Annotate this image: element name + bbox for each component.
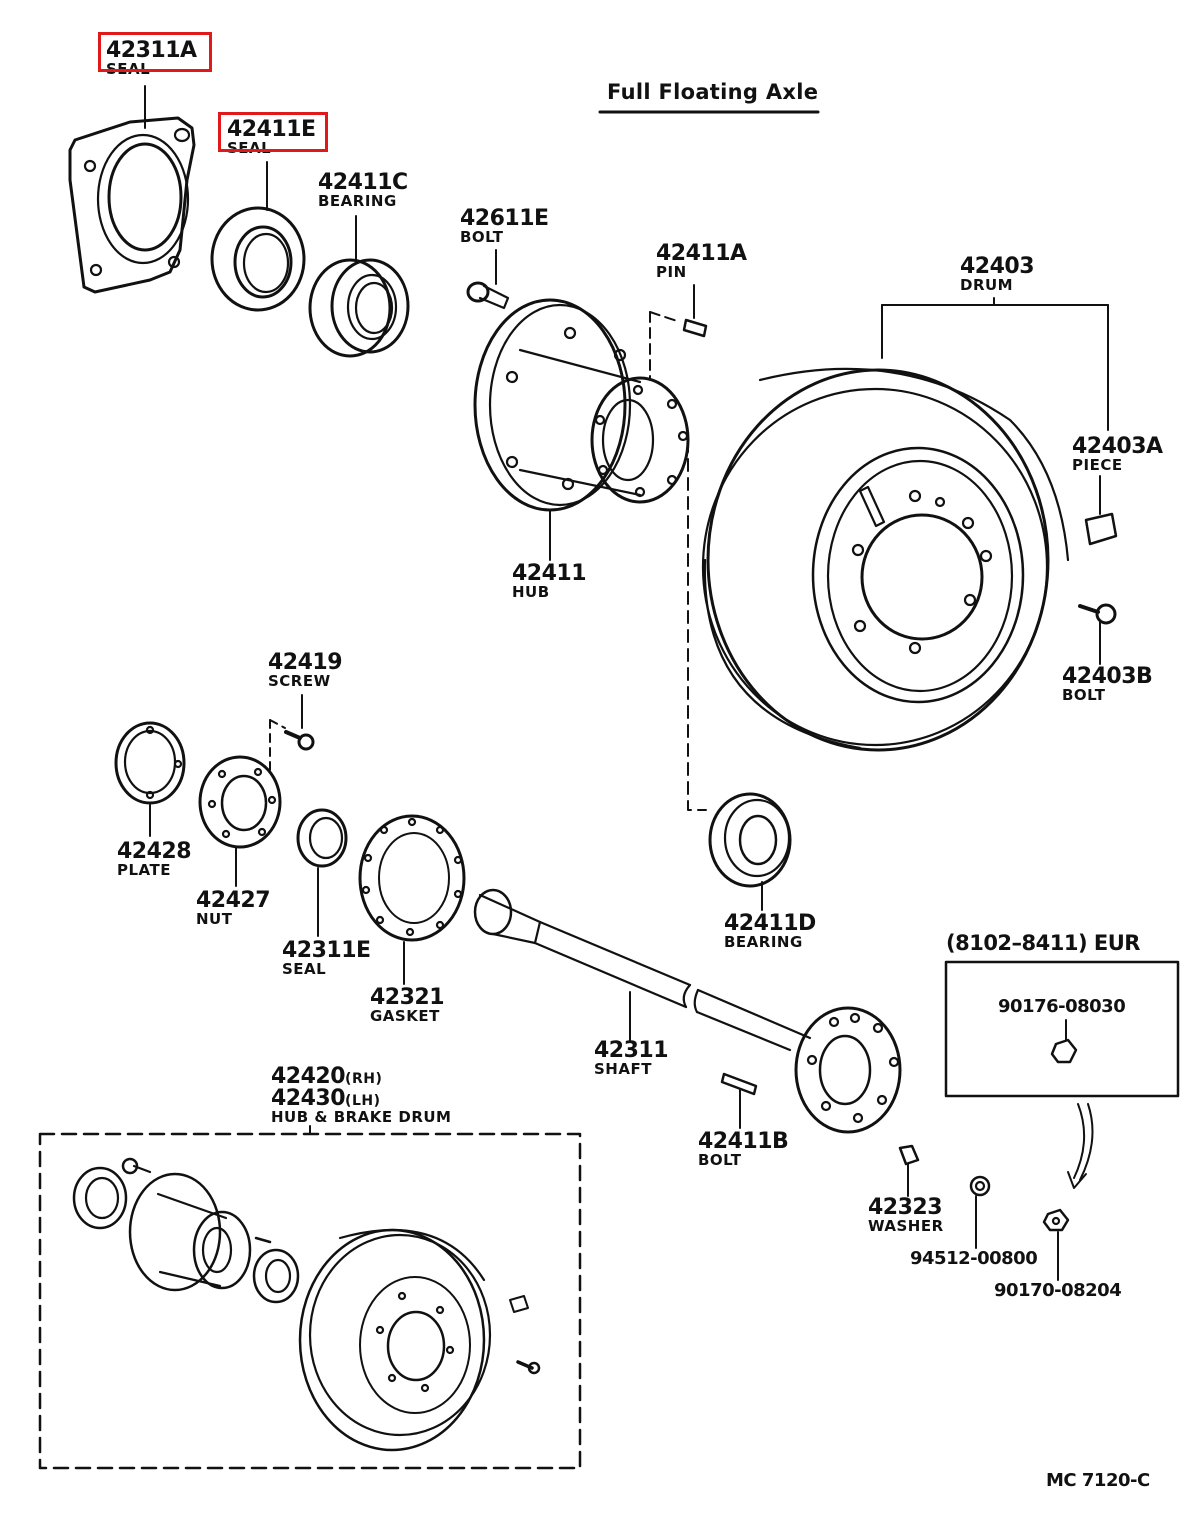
callout-42411[interactable]: 42411 HUB xyxy=(512,561,587,601)
callout-42420-42430[interactable]: 42420 (RH) 42430 (LH) HUB & BRAKE DRUM xyxy=(271,1066,452,1125)
part-number: 42428 xyxy=(117,839,192,864)
callout-42403A[interactable]: 42403A PIECE xyxy=(1072,436,1163,473)
callout-42611E[interactable]: 42611E BOLT xyxy=(460,208,549,245)
gasket-42321-drawing xyxy=(358,814,466,985)
part-number: 42403A xyxy=(1072,434,1163,459)
part-name: DRUM xyxy=(960,276,1014,294)
part-number: 42411B xyxy=(698,1129,789,1154)
part-name: PIECE xyxy=(1072,456,1123,474)
part-name: PIN xyxy=(656,263,687,281)
screw-42419-drawing xyxy=(269,694,315,771)
washer-42323-drawing xyxy=(898,1144,920,1197)
lh-suffix: (LH) xyxy=(345,1093,381,1109)
callout-42411B[interactable]: 42411B BOLT xyxy=(698,1129,789,1169)
part-number: 42323 xyxy=(868,1195,943,1220)
callout-42311[interactable]: 42311 SHAFT xyxy=(594,1038,669,1078)
part-name: HUB xyxy=(512,583,550,601)
callout-42411A[interactable]: 42411A PIN xyxy=(656,243,747,280)
hub-42411-drawing xyxy=(473,298,707,811)
pin-42411A-drawing xyxy=(649,284,708,381)
callout-90176-08030[interactable]: 90176-08030 xyxy=(998,996,1126,1017)
part-name: BEARING xyxy=(318,192,397,210)
part-name: BOLT xyxy=(460,228,504,246)
bolt-42403B-drawing xyxy=(1078,603,1117,665)
part-name: GASKET xyxy=(370,1007,440,1025)
diagram-title: Full Floating Axle xyxy=(607,80,819,104)
part-number-lh: 42430 xyxy=(271,1086,346,1111)
part-number: 42411A xyxy=(656,241,747,266)
part-number: 42311E xyxy=(282,938,371,963)
part-name: BOLT xyxy=(698,1151,742,1169)
part-name: SHAFT xyxy=(594,1060,652,1078)
rh-suffix: (RH) xyxy=(345,1071,383,1087)
part-number: 42311A xyxy=(106,38,197,63)
bolt-42411B-drawing xyxy=(720,1072,758,1129)
shaft-42311-drawing xyxy=(473,888,902,1134)
bolt-42611E-drawing xyxy=(466,249,510,310)
part-number: 42403 xyxy=(960,254,1035,279)
bearing-42411C-drawing xyxy=(308,215,410,358)
part-name: WASHER xyxy=(868,1217,944,1235)
part-name: SCREW xyxy=(268,672,331,690)
part-number: 42321 xyxy=(370,985,445,1010)
callout-42403[interactable]: 42403 DRUM xyxy=(960,254,1035,294)
part-name: PLATE xyxy=(117,861,171,879)
callout-42411C[interactable]: 42411C BEARING xyxy=(318,172,408,209)
callout-94512-00800[interactable]: 94512-00800 xyxy=(910,1248,1038,1269)
assembly-detail-box xyxy=(38,1125,582,1470)
part-number: 42411D xyxy=(724,911,816,936)
eur-range-label: (8102–8411) EUR xyxy=(946,931,1140,955)
callout-42311E[interactable]: 42311E SEAL xyxy=(282,940,371,977)
callout-42419[interactable]: 42419 SCREW xyxy=(268,650,343,690)
part-name: HUB & BRAKE DRUM xyxy=(271,1108,452,1126)
part-number: 42611E xyxy=(460,206,549,231)
part-name: BEARING xyxy=(724,933,803,951)
part-name: NUT xyxy=(196,910,233,928)
part-number: 42427 xyxy=(196,888,271,913)
washer-94512-drawing xyxy=(969,1175,991,1249)
nut-42427-drawing xyxy=(198,755,282,887)
part-number: 42311 xyxy=(594,1038,669,1063)
part-name: BOLT xyxy=(1062,686,1106,704)
callout-42321[interactable]: 42321 GASKET xyxy=(370,985,445,1025)
eur-detail-box xyxy=(944,960,1180,1189)
callout-42323[interactable]: 42323 WASHER xyxy=(868,1197,944,1234)
part-number: 42419 xyxy=(268,650,343,675)
nut-90170-drawing xyxy=(1042,1208,1070,1281)
footer-code: MC 7120-C xyxy=(1046,1470,1150,1491)
part-number: 42411 xyxy=(512,561,587,586)
callout-42403B[interactable]: 42403B BOLT xyxy=(1062,664,1153,704)
part-number: 42411C xyxy=(318,170,408,195)
part-name: SEAL xyxy=(282,960,327,978)
part-number: 42411E xyxy=(227,117,316,142)
callout-90170-08204[interactable]: 90170-08204 xyxy=(994,1280,1122,1301)
seal-plate-42311A-drawing xyxy=(68,85,196,294)
seal-42411E-drawing xyxy=(210,161,306,312)
drum-42403-drawing xyxy=(701,297,1109,752)
bearing-42411D-drawing xyxy=(708,792,792,911)
callout-42427[interactable]: 42427 NUT xyxy=(196,888,271,928)
highlight-box-42411E xyxy=(218,112,328,152)
highlight-box-42311A xyxy=(98,32,212,72)
part-number-rh: 42420 xyxy=(271,1064,346,1089)
plate-42428-drawing xyxy=(114,721,186,837)
piece-42403A-drawing xyxy=(1084,475,1118,546)
callout-42428[interactable]: 42428 PLATE xyxy=(117,839,192,879)
part-number: 42403B xyxy=(1062,664,1153,689)
seal-42311E-drawing xyxy=(296,808,348,937)
callout-42411D[interactable]: 42411D BEARING xyxy=(724,913,816,950)
